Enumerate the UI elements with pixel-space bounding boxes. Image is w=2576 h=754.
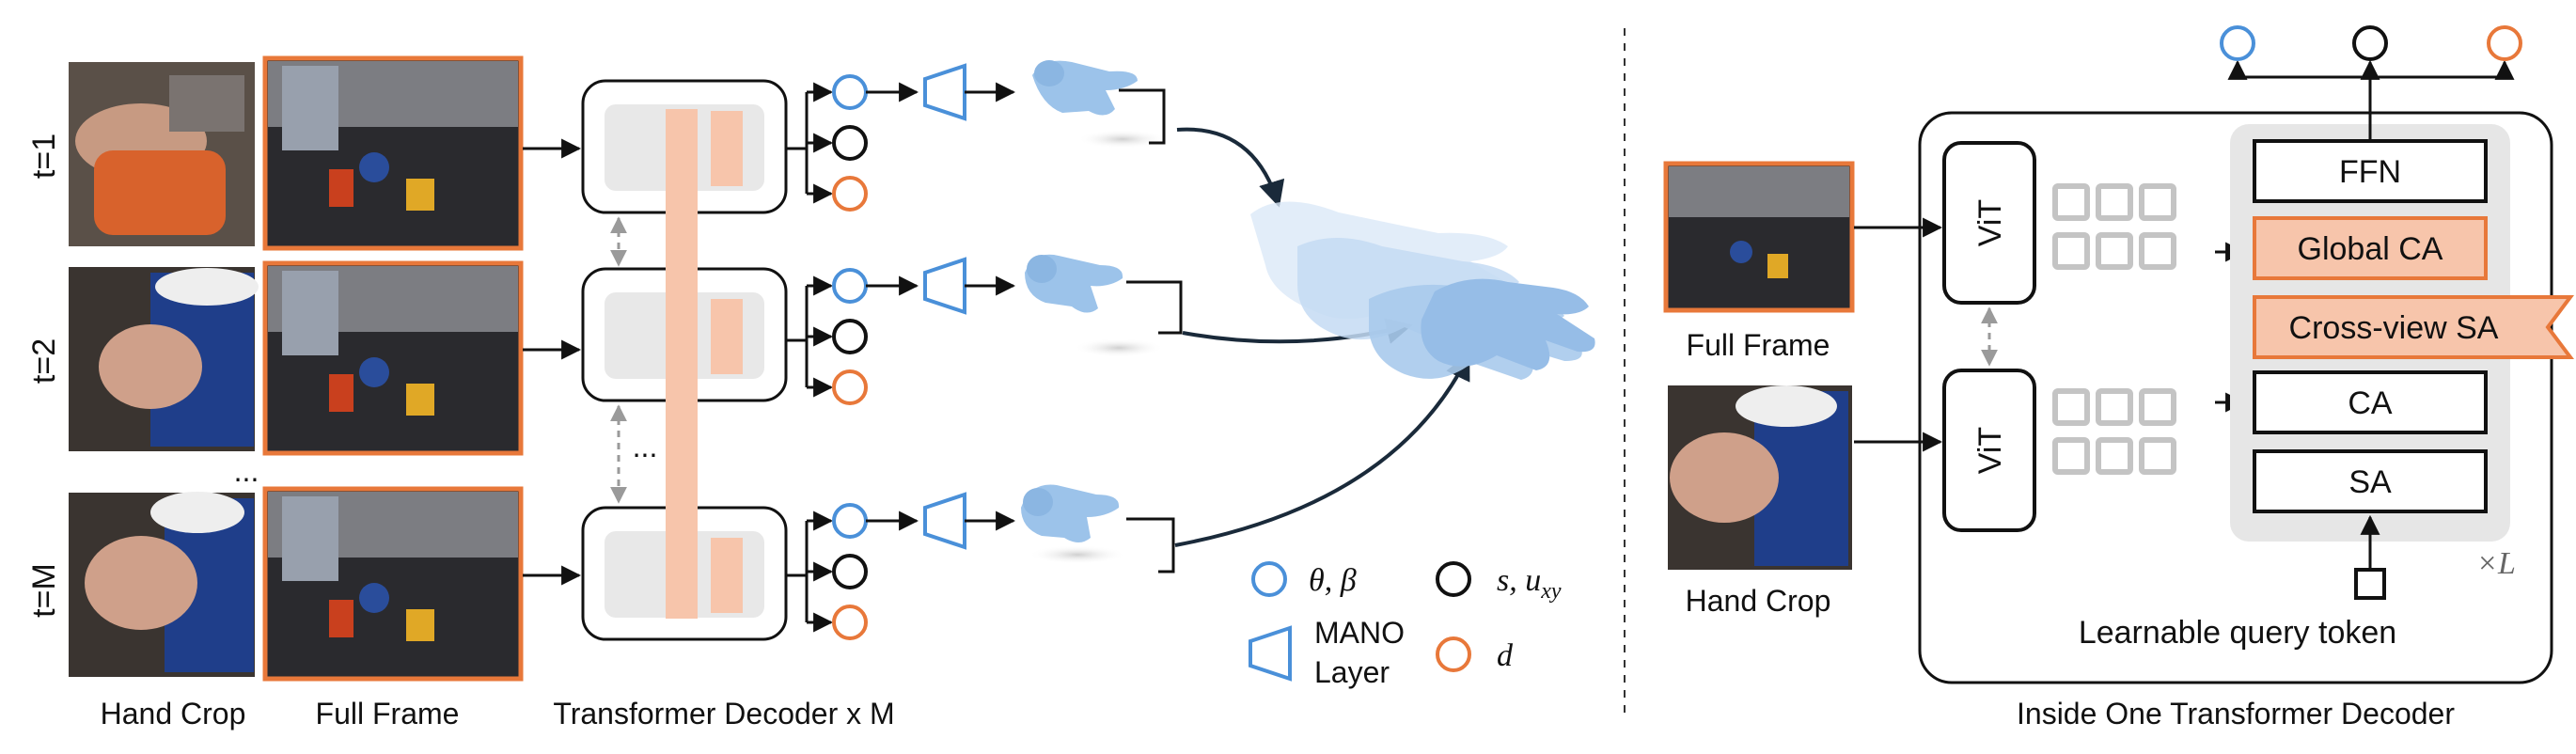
hand-crop-image-right (1668, 385, 1852, 570)
legend: θ, β s, uxy MANO Layer d (1249, 561, 1562, 689)
ca-block (2253, 370, 2488, 434)
legend-theta-beta-icon (1251, 561, 1287, 597)
global-attention-bar-1 (711, 111, 743, 186)
hand-crop-image-rowm (69, 492, 255, 677)
legend-d-label: d (1497, 638, 1514, 673)
query-token-square (2354, 568, 2386, 600)
hand-mesh-row1 (1032, 60, 1138, 116)
vit-box-bottom (1942, 369, 2036, 532)
cross-view-attention-bar (666, 109, 698, 619)
global-attention-bar-m (711, 538, 743, 613)
ellipsis-left: ... (234, 454, 259, 488)
hand-crop-image-row2 (69, 267, 259, 451)
s-uxy-output-circle (832, 125, 868, 161)
time-label-2: t=2 (26, 338, 62, 384)
legend-mano-line1: MANO (1314, 616, 1405, 650)
legend-s-uxy-icon (1436, 561, 1471, 597)
token-grid-bottom (2052, 388, 2176, 475)
fused-hand-mesh (1250, 201, 1595, 380)
svg-text:s, uxy: s, uxy (1497, 563, 1562, 604)
decoder-outputs-row1 (786, 60, 1168, 212)
legend-d-icon (1436, 636, 1471, 672)
cross-view-sa-label: Cross-view SA (2289, 310, 2499, 346)
global-ca-label: Global CA (2298, 231, 2443, 267)
decoder-outputs-rowm (786, 484, 1175, 640)
mano-layer-icon (923, 63, 966, 121)
hand-mesh-row2 (1025, 254, 1123, 313)
legend-theta-beta-label: θ, β (1309, 563, 1357, 598)
fusion-arrow-1 (1176, 127, 1285, 208)
token-grid-top (2052, 183, 2176, 270)
cross-view-sa-block (2253, 295, 2574, 359)
theta-beta-output-circle (832, 74, 868, 110)
vit-box-top (1942, 141, 2036, 305)
legend-mano-line2: Layer (1314, 655, 1390, 689)
vit-label-bottom: ViT (1972, 427, 2008, 474)
label-hand-crop: Hand Crop (101, 697, 246, 730)
ffn-output-d (2487, 25, 2522, 61)
right-caption: Inside One Transformer Decoder (2017, 697, 2455, 730)
ffn-output-theta-beta (2220, 25, 2255, 61)
right-label-hand-crop: Hand Crop (1686, 584, 1831, 618)
time-label-1: t=1 (26, 134, 62, 179)
time-label-m: t=M (26, 563, 62, 618)
repeat-label: ×L (2476, 546, 2516, 581)
legend-s-uxy-label: s, u (1497, 563, 1541, 598)
ffn-label: FFN (2339, 154, 2401, 190)
label-full-frame: Full Frame (316, 697, 460, 730)
hand-crop-image-row1 (69, 62, 255, 246)
ffn-output-arrows (2220, 25, 2522, 139)
ffn-block (2253, 139, 2488, 203)
ffn-output-s-uxy (2352, 25, 2388, 61)
full-frame-image-right (1663, 161, 1855, 313)
sa-block (2253, 449, 2488, 513)
hand-mesh-rowm (1021, 484, 1120, 542)
right-label-full-frame: Full Frame (1687, 328, 1830, 362)
ca-label: CA (2348, 385, 2393, 421)
legend-mano-icon (1249, 625, 1292, 682)
vit-label-top: ViT (1972, 199, 2008, 246)
label-transformer-decoder: Transformer Decoder x M (553, 697, 894, 730)
global-ca-block (2253, 216, 2488, 280)
full-frame-image-rowm (262, 486, 524, 682)
fusion-arrow-m (1174, 353, 1470, 547)
full-frame-image-row1 (262, 55, 524, 251)
sa-label: SA (2348, 464, 2392, 500)
query-token-label: Learnable query token (2079, 615, 2396, 651)
decoder-outputs-row2 (786, 254, 1183, 405)
full-frame-image-row2 (262, 260, 524, 456)
global-attention-bar-2 (711, 299, 743, 374)
legend-s-uxy-subscript: xy (1540, 579, 1562, 604)
d-output-circle (832, 176, 868, 212)
ellipsis-decoder: ... (633, 430, 658, 463)
